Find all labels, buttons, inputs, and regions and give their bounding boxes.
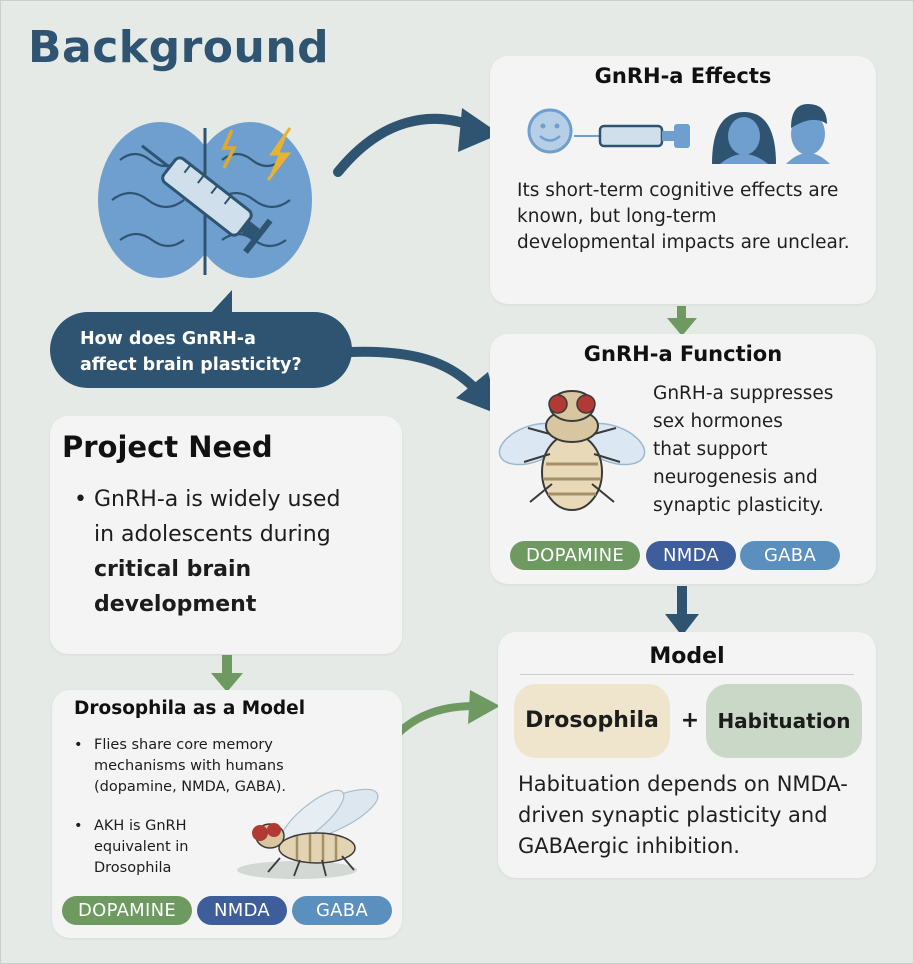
smiley-icon (527, 108, 573, 154)
bullet-line: Flies share core memory (94, 737, 273, 753)
function-title: GnRH-a Function (583, 342, 783, 366)
bullet-line: equivalent in (94, 839, 189, 855)
drosophila-card: Drosophila as a Model Flies share core m… (52, 690, 402, 938)
arrow-function-to-model (665, 586, 699, 636)
project-need-title: Project Need (62, 430, 273, 464)
tag-gaba: GABA (740, 541, 840, 570)
bullet-line: Drosophila (94, 860, 172, 876)
function-line: synaptic plasticity. (653, 495, 824, 516)
effects-icons (527, 104, 830, 164)
tag-dopamine: DOPAMINE (510, 541, 640, 570)
tag-dopamine: DOPAMINE (62, 896, 192, 925)
function-line: GnRH-a suppresses (653, 383, 834, 404)
model-card: Model Drosophila + Habituation Habituati… (498, 632, 876, 878)
female-head-icon (712, 112, 776, 164)
arrow-brain-to-effects (333, 108, 500, 177)
bullet-line: (dopamine, NMDA, GABA). (94, 779, 286, 795)
model-text: Habituation depends on NMDA- driven syna… (518, 769, 868, 862)
project-line: GnRH-a is widely used (94, 487, 341, 512)
function-line: neurogenesis and (653, 467, 818, 488)
model-plus: + (680, 708, 700, 733)
project-bold-line: critical brain (94, 557, 252, 582)
tag-nmda: NMDA (646, 541, 736, 570)
drosophila-title: Drosophila as a Model (74, 698, 306, 719)
model-drosophila-box: Drosophila (514, 684, 670, 758)
bullet-line: mechanisms with humans (94, 758, 284, 774)
model-title: Model (649, 644, 725, 669)
model-line: GABAergic inhibition. (518, 834, 740, 858)
fly-illustration-small (237, 788, 379, 879)
effects-text: Its short-term cognitive effects are kno… (517, 180, 850, 253)
drosophila-bullet-1: Flies share core memory mechanisms with … (72, 735, 394, 798)
tag-gaba: GABA (292, 896, 392, 925)
arrow-project-to-drosophila (211, 655, 243, 692)
arrow-effects-to-function (667, 306, 697, 336)
project-bold-line: development (94, 592, 257, 617)
function-line: sex hormones (653, 411, 783, 432)
project-line: in adolescents during (94, 522, 331, 547)
arrow-question-to-function (345, 346, 500, 415)
project-need-bullet: GnRH-a is widely used in adolescents dur… (72, 482, 414, 622)
drosophila-bullet-2: AKH is GnRH equivalent in Drosophila (72, 816, 244, 879)
question-bubble: How does GnRH-a affect brain plasticity? (80, 326, 302, 378)
question-line-1: How does GnRH-a (80, 329, 256, 349)
model-habituation-box: Habituation (706, 684, 862, 758)
project-need-card: Project Need GnRH-a is widely used in ad… (50, 416, 402, 654)
question-line-2: affect brain plasticity? (80, 355, 302, 375)
model-line: Habituation depends on NMDA- (518, 772, 848, 796)
model-line: driven synaptic plasticity and (518, 803, 828, 827)
bullet-line: AKH is GnRH (94, 818, 187, 834)
function-line: that support (653, 439, 768, 460)
function-card: GnRH-a Function GnRH-a suppresses sex ho… (490, 334, 876, 584)
page-title: Background (28, 22, 330, 73)
syringe-icon (574, 124, 690, 148)
fly-illustration (498, 390, 646, 511)
effects-title: GnRH-a Effects (594, 64, 772, 88)
function-text: GnRH-a suppresses sex hormones that supp… (653, 380, 868, 520)
male-head-icon (786, 104, 830, 164)
tag-nmda: NMDA (197, 896, 287, 925)
effects-card: GnRH-a Effects Its short-term cognitive … (490, 56, 876, 304)
model-divider (520, 674, 854, 675)
